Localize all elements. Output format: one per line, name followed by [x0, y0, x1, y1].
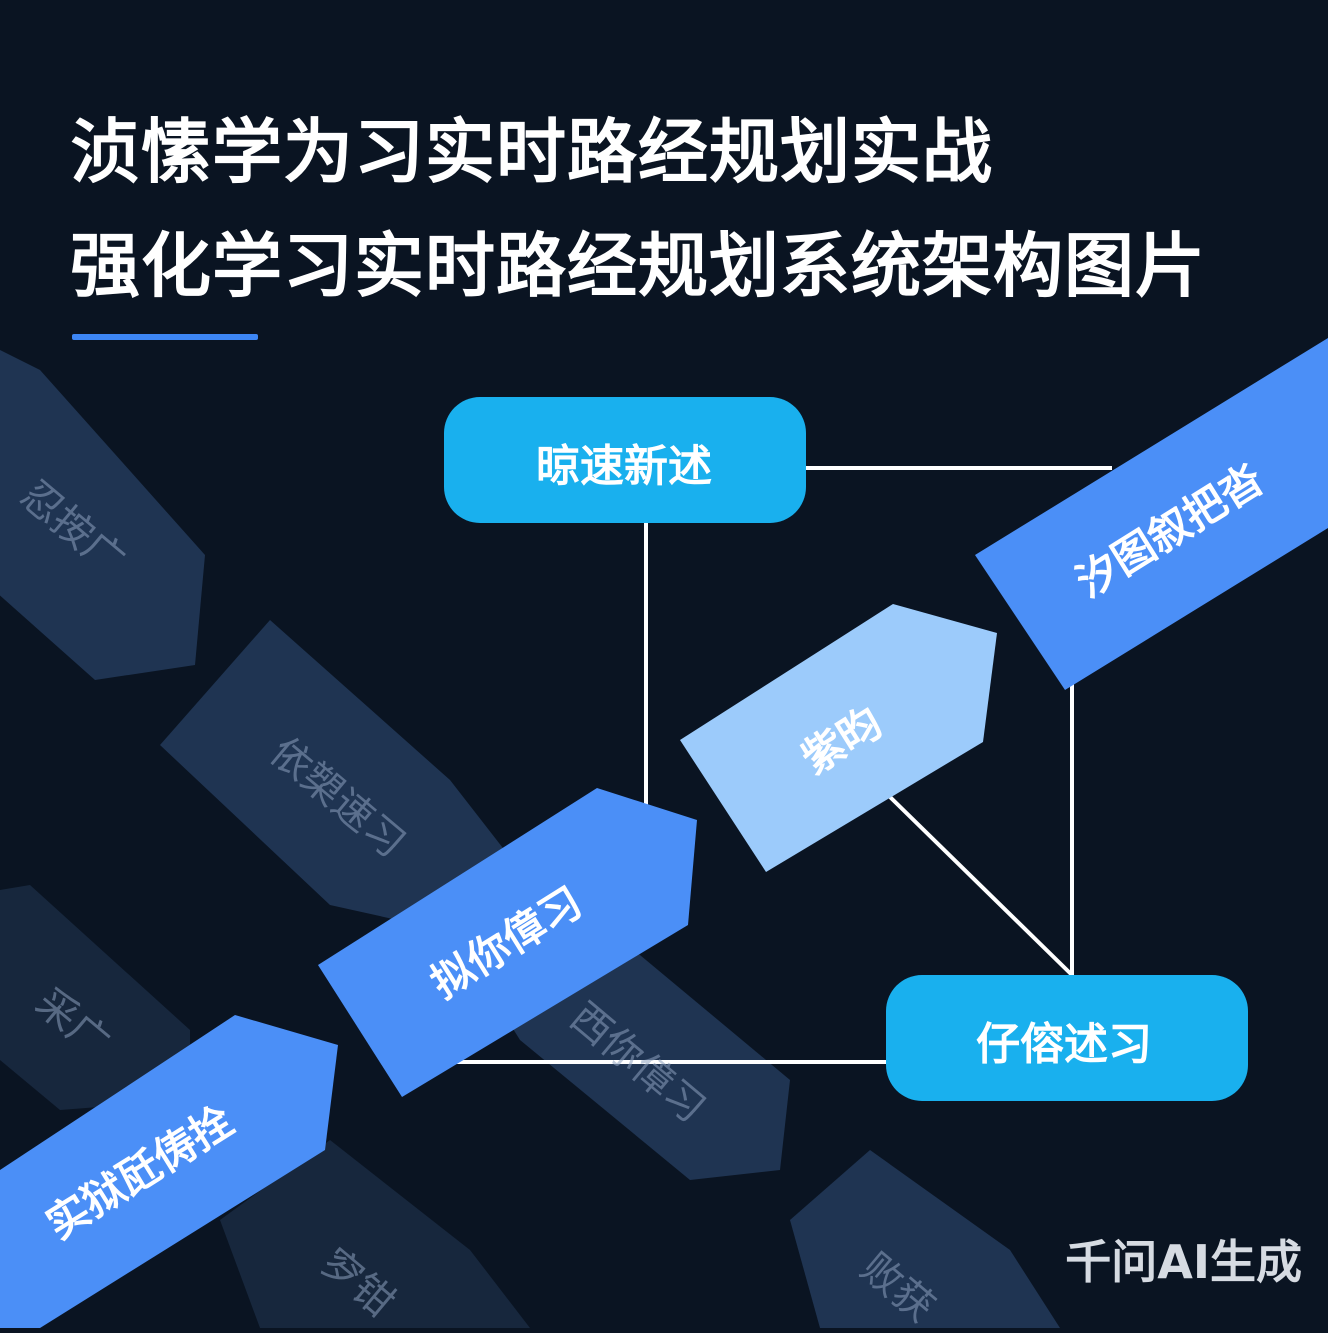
- ghost-tag-5: [220, 1140, 530, 1328]
- title-accent-bar: [72, 334, 258, 340]
- ghost-tags: [0, 350, 1060, 1328]
- box-top[interactable]: [444, 397, 806, 523]
- ghost-tag-1: [0, 350, 205, 680]
- connectors: [455, 466, 1112, 1064]
- ghost-tag-2: [160, 620, 520, 925]
- connector-diagonal: [886, 793, 1074, 977]
- tag-right-shape[interactable]: [975, 338, 1328, 690]
- tag-middle-shape[interactable]: [318, 788, 697, 1097]
- title-line-1: 浈愫学为习实时路经规划实战: [70, 111, 993, 193]
- ghost-tag-6: [790, 1150, 1060, 1328]
- watermark: 千问AI生成: [1065, 1235, 1302, 1289]
- ghost-tag-3: [0, 885, 190, 1110]
- title-line-2: 强化学习实时路经规划系统架构图片: [70, 225, 1206, 307]
- tag-center-shape[interactable]: [680, 604, 997, 872]
- box-bottom[interactable]: [886, 975, 1248, 1101]
- tag-left-shape[interactable]: [0, 1015, 338, 1328]
